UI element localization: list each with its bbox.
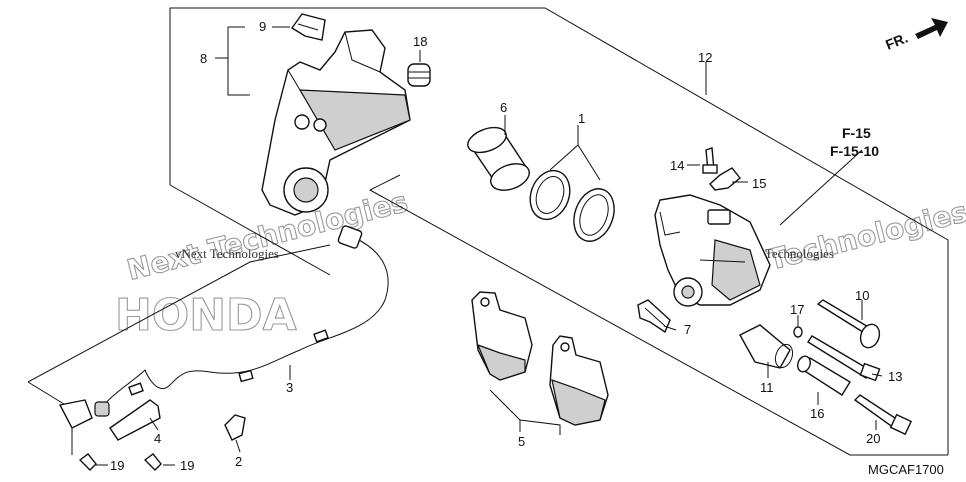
part-bolt-20: [853, 394, 913, 436]
callout-16: 16: [810, 406, 824, 421]
callout-2: 2: [235, 454, 242, 469]
watermark-brand: HONDA: [115, 290, 297, 341]
callout-17: 17: [790, 302, 804, 317]
frame-caliper-bottom: [368, 174, 948, 456]
part-pin-boot-11: [739, 324, 794, 369]
part-sleeve-16: [797, 355, 851, 396]
frame-sensor: [27, 244, 331, 383]
part-clip-9: [290, 13, 326, 41]
part-cable-clip: [224, 414, 246, 441]
callout-7: 7: [684, 322, 691, 337]
part-seal-kit: [529, 169, 615, 242]
callout-19-right: 19: [180, 458, 194, 473]
part-speed-sensor: [58, 225, 389, 429]
diagram-code: MGCAF1700: [868, 462, 944, 477]
part-washer-17: [793, 326, 803, 338]
frame-upper: [169, 7, 949, 455]
part-bolt-19-right: [143, 453, 162, 471]
part-sensor-holder: [109, 399, 161, 441]
part-brake-pads: [471, 291, 609, 426]
callout-4: 4: [154, 431, 161, 446]
front-arrow-icon: [915, 18, 948, 39]
watermark-company-small-left: vNext Technologies: [175, 246, 279, 261]
callout-8: 8: [200, 51, 207, 66]
callout-15: 15: [752, 176, 766, 191]
front-arrow: FR.: [883, 18, 948, 53]
callout-13: 13: [888, 369, 902, 384]
callout-3: 3: [286, 380, 293, 395]
part-bolt-19-left: [78, 453, 97, 471]
callout-14: 14: [670, 158, 684, 173]
callout-1: 1: [578, 111, 585, 126]
front-arrow-label: FR.: [883, 29, 910, 52]
callout-11: 11: [760, 380, 774, 395]
reference-label-f1510: F-15-10: [830, 143, 879, 159]
callout-9: 9: [259, 19, 266, 34]
callout-18: 18: [413, 34, 427, 49]
callout-19-left: 19: [110, 458, 124, 473]
part-slide-pin-10: [816, 299, 881, 349]
part-caliper-body: [654, 194, 771, 307]
callout-20: 20: [866, 431, 880, 446]
part-boot-18: [407, 63, 431, 87]
part-caliper-bracket: [261, 29, 411, 216]
part-piston: [467, 126, 530, 191]
callout-labels: 1 2 3 4 5 6 7 8 9 10 11 12 13 14 15 16 1…: [110, 19, 902, 473]
reference-label-f15: F-15: [842, 125, 871, 141]
callout-10: 10: [855, 288, 869, 303]
leader-lines: [71, 26, 883, 466]
callout-6: 6: [500, 100, 507, 115]
callout-5: 5: [518, 434, 525, 449]
frame-upper-diag: [169, 184, 331, 276]
part-bleeder-cap: [709, 167, 741, 191]
reference-labels: F-15 F-15-10: [830, 125, 879, 159]
part-bleeder-valve: [702, 147, 718, 174]
part-slide-pin-13: [807, 335, 881, 382]
callout-12: 12: [698, 50, 712, 65]
part-pad-spring: [637, 299, 671, 334]
